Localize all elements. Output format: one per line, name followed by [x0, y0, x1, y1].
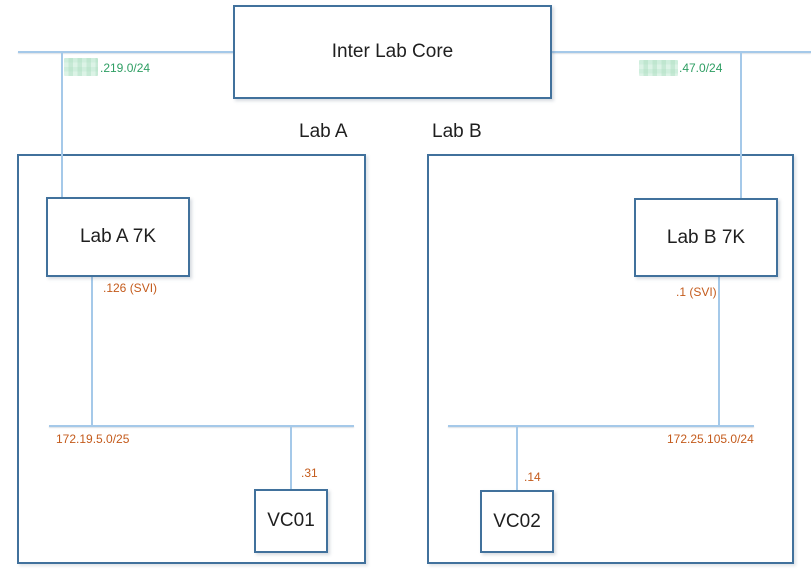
vc01-node: VC01: [254, 489, 328, 553]
inter-lab-core-label: Inter Lab Core: [331, 41, 454, 62]
core-uplink-line-left: [18, 51, 233, 53]
lab-b-container-box: [427, 154, 794, 564]
lab-a-svi-label: .126 (SVI): [103, 281, 158, 295]
core-uplink-line-right: [552, 51, 811, 53]
lab-b-7k-node: Lab B 7K: [634, 198, 778, 277]
vc02-node: VC02: [480, 490, 554, 553]
lab-b-segment-bus: [448, 425, 754, 427]
lab-a-7k-to-segment-link: [91, 276, 93, 426]
lab-b-uplink-subnet-redaction: [639, 60, 678, 76]
lab-b-svi-label: .1 (SVI): [676, 285, 717, 299]
lab-b-7k-to-segment-link: [718, 276, 720, 426]
lab-b-7k-label: Lab B 7K: [666, 226, 746, 248]
lab-a-uplink-subnet-label: .219.0/24: [100, 61, 151, 75]
lab-b-region-label: Lab B: [432, 121, 482, 142]
lab-b-segment-subnet-label: 172.25.105.0/24: [667, 432, 754, 446]
lab-b-uplink-subnet-label: .47.0/24: [679, 61, 723, 75]
core-to-lab-b-7k-link: [740, 51, 742, 199]
vc02-ip-label: .14: [524, 470, 541, 484]
lab-a-uplink-subnet-redaction: [64, 58, 98, 76]
vc02-label: VC02: [493, 510, 541, 532]
core-to-lab-a-7k-link: [61, 51, 63, 198]
lab-a-container-box: [17, 154, 366, 564]
vc01-ip-label: .31: [301, 466, 318, 480]
lab-a-region-label: Lab A: [299, 121, 348, 142]
lab-a-segment-subnet-label: 172.19.5.0/25: [56, 432, 130, 446]
lab-a-7k-node: Lab A 7K: [46, 197, 190, 277]
lab-a-segment-to-vc01-link: [290, 425, 292, 490]
lab-a-segment-bus: [49, 425, 354, 427]
lab-b-segment-to-vc02-link: [516, 425, 518, 491]
vc01-label: VC01: [267, 510, 315, 531]
lab-a-7k-label: Lab A 7K: [79, 226, 157, 247]
inter-lab-core-node: Inter Lab Core: [233, 5, 552, 99]
